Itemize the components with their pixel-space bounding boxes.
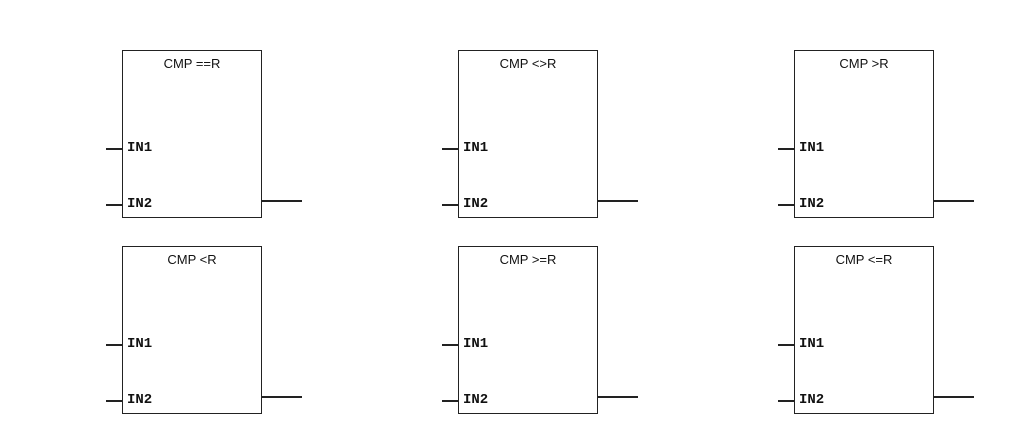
input-pin-in2: IN2 [127, 196, 153, 212]
in2-wire [106, 400, 122, 402]
in2-wire [778, 400, 794, 402]
in2-wire [778, 204, 794, 206]
output-wire [262, 396, 302, 398]
input-pin-in1: IN1 [463, 336, 489, 352]
in1-wire [442, 148, 458, 150]
input-pin-in1: IN1 [127, 140, 153, 156]
output-wire [934, 200, 974, 202]
in1-wire [106, 344, 122, 346]
block-title: CMP <=R [835, 252, 893, 267]
in2-wire [442, 204, 458, 206]
input-pin-in1: IN1 [799, 336, 825, 352]
output-wire [262, 200, 302, 202]
input-pin-in1: IN1 [127, 336, 153, 352]
output-wire [598, 200, 638, 202]
input-pin-in2: IN2 [463, 392, 489, 408]
input-pin-in1: IN1 [799, 140, 825, 156]
output-wire [598, 396, 638, 398]
output-wire [934, 396, 974, 398]
input-pin-in2: IN2 [799, 392, 825, 408]
in2-wire [106, 204, 122, 206]
in1-wire [778, 344, 794, 346]
block-title: CMP ==R [163, 56, 221, 71]
in1-wire [442, 344, 458, 346]
input-pin-in1: IN1 [463, 140, 489, 156]
block-title: CMP >=R [499, 252, 557, 267]
input-pin-in2: IN2 [127, 392, 153, 408]
input-pin-in2: IN2 [463, 196, 489, 212]
input-pin-in2: IN2 [799, 196, 825, 212]
block-title: CMP <>R [499, 56, 557, 71]
in2-wire [442, 400, 458, 402]
in1-wire [106, 148, 122, 150]
block-title: CMP <R [167, 252, 217, 267]
block-title: CMP >R [839, 56, 889, 71]
in1-wire [778, 148, 794, 150]
